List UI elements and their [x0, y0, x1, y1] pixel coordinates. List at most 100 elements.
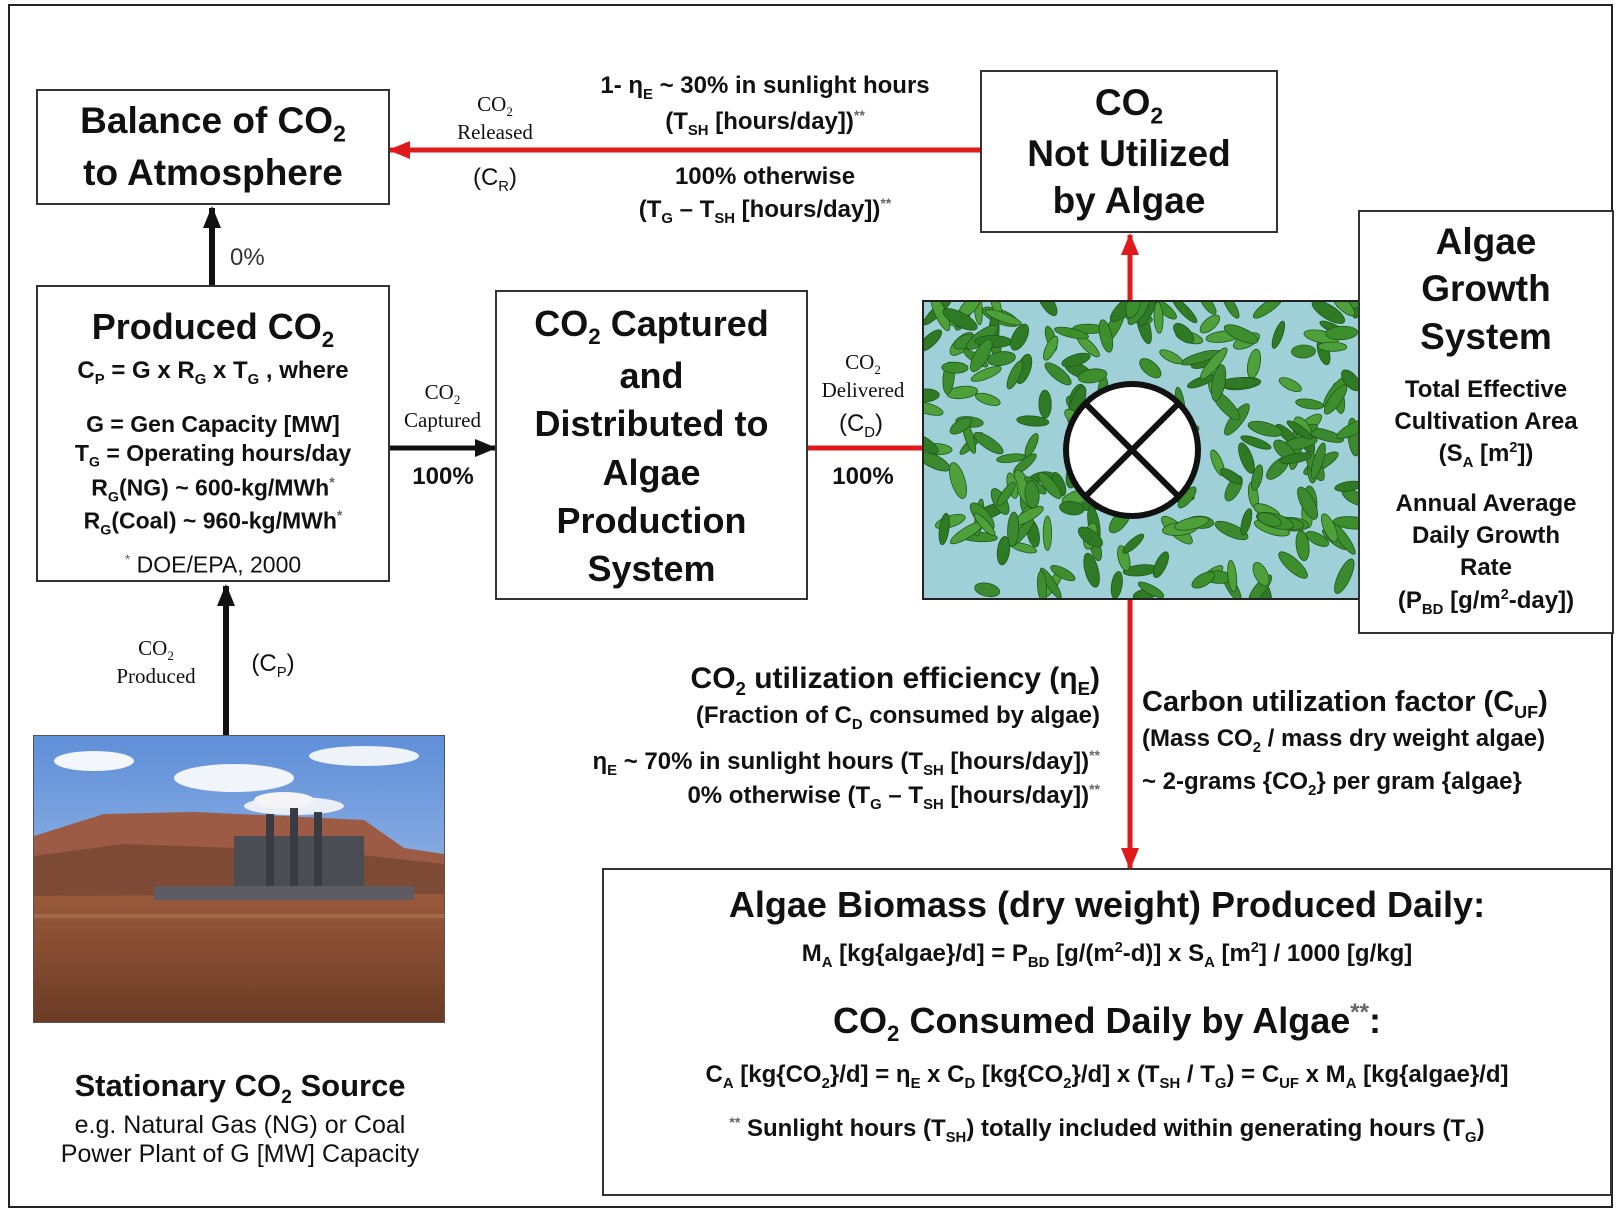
cr-label: (CR) [472, 164, 518, 195]
produced-formula: CP = G x RG x TG , where [77, 356, 349, 388]
growth-box: Algae Growth System Total Effective Cult… [1358, 210, 1614, 634]
balance-box: Balance of CO2 to Atmosphere [36, 89, 390, 205]
carbon-factor-block: Carbon utilization factor (CUF) (Mass CO… [1142, 686, 1612, 798]
algae-cell [924, 401, 944, 416]
biomass-title: Algae Biomass (dry weight) Produced Dail… [728, 884, 1486, 925]
algae-cell [1098, 319, 1114, 353]
algae-cell [970, 366, 1002, 382]
algae-cell [1199, 314, 1221, 334]
not-utilized-line1: CO2 [1094, 82, 1164, 129]
algae-cell [1077, 526, 1103, 548]
algae-cell [1279, 452, 1312, 465]
source-caption: Stationary CO2 Source e.g. Natural Gas (… [25, 1068, 455, 1169]
algae-cell [1240, 508, 1253, 536]
growth-rate-4: (PBD [g/m2-day]) [1397, 586, 1575, 618]
algae-cell [1038, 471, 1062, 499]
algae-cell [986, 351, 1016, 367]
algae-cell [1320, 513, 1338, 543]
growth-rate: Annual Average Daily Growth Rate (PBD [g… [1360, 488, 1612, 620]
algae-cell [1332, 516, 1358, 530]
delivered-pct-label: 100% [832, 463, 894, 490]
efficiency-line2: ηE ~ 70% in sunlight hours (TSH [hours/d… [592, 746, 1100, 779]
algae-cell [1341, 369, 1358, 392]
algae-cell [924, 329, 943, 352]
captured-line6: System [587, 548, 716, 590]
sunlight-line4: (TG – TSH [hours/day])** [638, 194, 892, 227]
algae-cell [1191, 571, 1216, 589]
algae-cell [1037, 302, 1058, 317]
sunlight-line3: 100% otherwise [674, 163, 856, 191]
algae-cell [1139, 358, 1162, 379]
def-rg-coal: RG(Coal) ~ 960-kg/MWh* [83, 507, 343, 539]
captured-pct-label: 100% [412, 463, 474, 490]
biomass-box: Algae Biomass (dry weight) Produced Dail… [602, 868, 1612, 1196]
algae-cell [1061, 352, 1091, 368]
algae-cell [1334, 558, 1355, 595]
growth-title: Algae Growth System [1360, 218, 1612, 360]
algae-cell [1247, 420, 1283, 437]
def-tg: TG = Operating hours/day [74, 440, 352, 471]
not-utilized-line2: Not Utilized [1027, 132, 1231, 174]
algae-cell [1050, 565, 1076, 582]
produced-arrow-label: CO2 Produced [116, 636, 196, 688]
power-plant-illustration [34, 736, 444, 1022]
source-line2: Power Plant of G [MW] Capacity [60, 1140, 420, 1169]
carbon-factor-line2: ~ 2-grams {CO2} per gram {algae} [1142, 767, 1522, 799]
consumed-title: CO2 Consumed Daily by Algae**: [833, 998, 1381, 1046]
algae-cell [1152, 551, 1169, 578]
algae-cell [974, 582, 1001, 598]
algae-cell [1036, 570, 1048, 598]
growth-area: Total Effective Cultivation Area (SA [m2… [1360, 374, 1612, 474]
growth-area-3: (SA [m2]) [1438, 440, 1534, 472]
captured-line3: Distributed to [534, 403, 769, 445]
algae-cell [1222, 302, 1240, 319]
algae-cell [996, 481, 1016, 507]
algae-cell [1199, 302, 1217, 315]
released-label: CO2 Released [457, 92, 533, 144]
produced-box: Produced CO2 CP = G x RG x TG , where G … [36, 285, 390, 582]
def-rg-ng: RG(NG) ~ 600-kg/MWh* [91, 473, 335, 505]
algae-cell [1039, 567, 1062, 598]
efficiency-block: CO2 utilization efficiency (ηE) (Fractio… [470, 662, 1100, 812]
algae-cell [1240, 435, 1272, 450]
algae-cell [1211, 364, 1227, 402]
algae-cell [924, 388, 940, 403]
algae-cell [1153, 302, 1164, 334]
algae-cell [1038, 389, 1052, 419]
algae-cell [1077, 368, 1108, 384]
algae-cell [1007, 511, 1020, 547]
delivered-arrow-label: CO2 Delivered [821, 350, 905, 402]
captured-arrow-label: CO2 Captured [404, 380, 481, 432]
algae-cell [1251, 464, 1264, 491]
algae-cell [1295, 530, 1310, 562]
algae-cell [1323, 384, 1348, 415]
algae-cell [1010, 323, 1029, 351]
algae-cell [1024, 433, 1039, 457]
efficiency-line3: 0% otherwise (TG – TSH [hours/day])** [687, 780, 1100, 813]
algae-cell [1317, 341, 1348, 352]
algae-cell [1252, 302, 1284, 319]
consumed-formula: CA [kg{CO2}/d] = ηE x CD [kg{CO2}/d] x (… [705, 1060, 1509, 1092]
algae-cell [949, 417, 972, 435]
algae-cell [1042, 515, 1052, 552]
algae-cell [942, 308, 978, 331]
captured-line1: CO2 Captured [534, 303, 769, 350]
algae-cell [1110, 571, 1123, 598]
algae-cell [1286, 420, 1313, 440]
captured-box: CO2 Captured and Distributed to Algae Pr… [495, 290, 808, 600]
algae-cell [973, 512, 996, 537]
algae-cell [973, 432, 1004, 455]
growth-area-1: Total Effective [1404, 376, 1568, 404]
def-g: G = Gen Capacity [MW] [86, 410, 340, 437]
algae-cell [1295, 398, 1324, 410]
source-title: Stationary CO2 Source [74, 1068, 406, 1109]
algae-cell [1331, 302, 1356, 317]
algae-photo [922, 300, 1360, 600]
growth-title-1: Algae [1435, 221, 1537, 262]
algae-cell [975, 392, 1001, 407]
sunlight-line2: (TSH [hours/day])** [665, 106, 865, 139]
efficiency-line1: (Fraction of CD consumed by algae) [695, 702, 1100, 733]
algae-cell [996, 535, 1011, 566]
algae-cell [1305, 531, 1330, 547]
algae-cell [1172, 302, 1198, 324]
